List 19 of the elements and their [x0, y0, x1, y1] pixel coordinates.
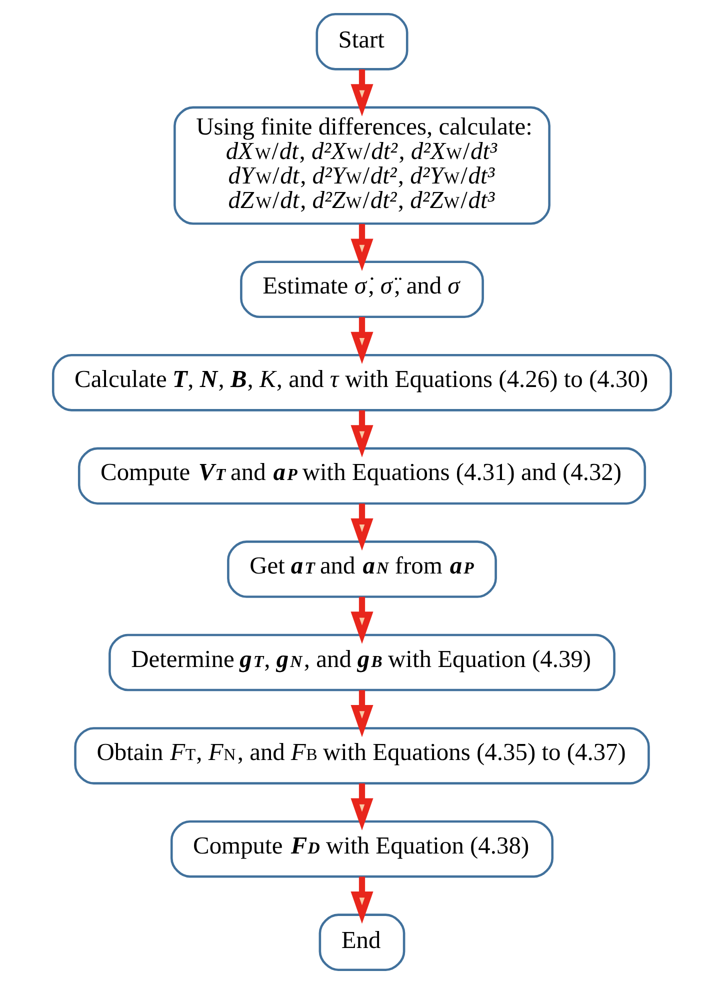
- arrow: [350, 876, 373, 924]
- node-box: Start: [315, 13, 408, 70]
- node-box: Compute VT and aP with Equations (4.31) and (4.32): [77, 447, 646, 505]
- arrow: [350, 783, 373, 830]
- node-box: End: [318, 914, 405, 971]
- arrow: [350, 317, 373, 364]
- arrow: [350, 504, 373, 551]
- node-box: Get aT and aN from aP: [226, 540, 496, 598]
- node-box: Obtain FT, FN, and FB with Equations (4.35) to (4.37): [74, 727, 650, 784]
- arrow: [350, 410, 373, 458]
- arrow: [350, 690, 373, 738]
- node-box: Compute FD with Equation (4.38): [170, 820, 554, 878]
- arrow: [350, 596, 373, 644]
- node-box: Using finite differences, calculate: dXW/dt, d²XW/dt², d²XW/dt³ dYW/dt, d²YW/dt², d²YW/dt³ dZW/dt, d²ZW/dt², d²ZW/dt³: [173, 106, 550, 225]
- node-box: Calculate T, N, B, K, and τ with Equations (4.26) to (4.30): [51, 354, 672, 412]
- arrow: [350, 69, 373, 116]
- node-box: Estimate σ̇, σ̈, and σ⃛: [240, 260, 484, 318]
- node-box: Determine gT, gN, and gB with Equation (4.39): [108, 634, 615, 692]
- arrow: [350, 224, 373, 271]
